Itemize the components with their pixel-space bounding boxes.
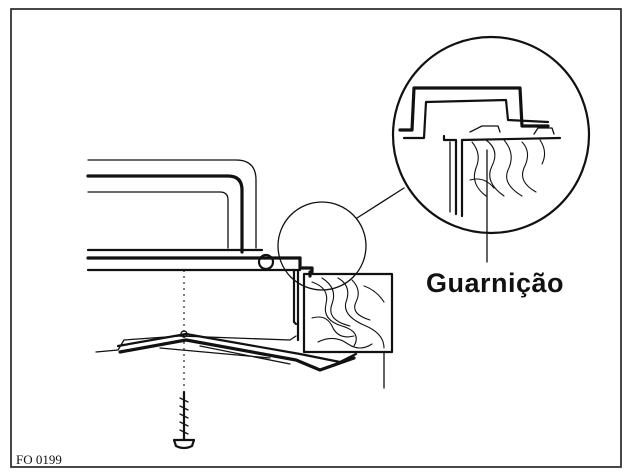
part-label: Guarnição xyxy=(426,268,564,298)
screw-icon xyxy=(172,270,196,450)
detail-marker-circle xyxy=(277,201,367,291)
detail-leader-line xyxy=(356,187,405,219)
detail-magnified-view xyxy=(391,35,591,235)
wood-block xyxy=(302,272,394,354)
seal-profile xyxy=(292,256,314,342)
figure-code: FO 0199 xyxy=(16,452,62,467)
sill-plate xyxy=(95,330,358,372)
diagram-frame xyxy=(10,8,622,468)
glass-panel-frame xyxy=(86,159,302,272)
